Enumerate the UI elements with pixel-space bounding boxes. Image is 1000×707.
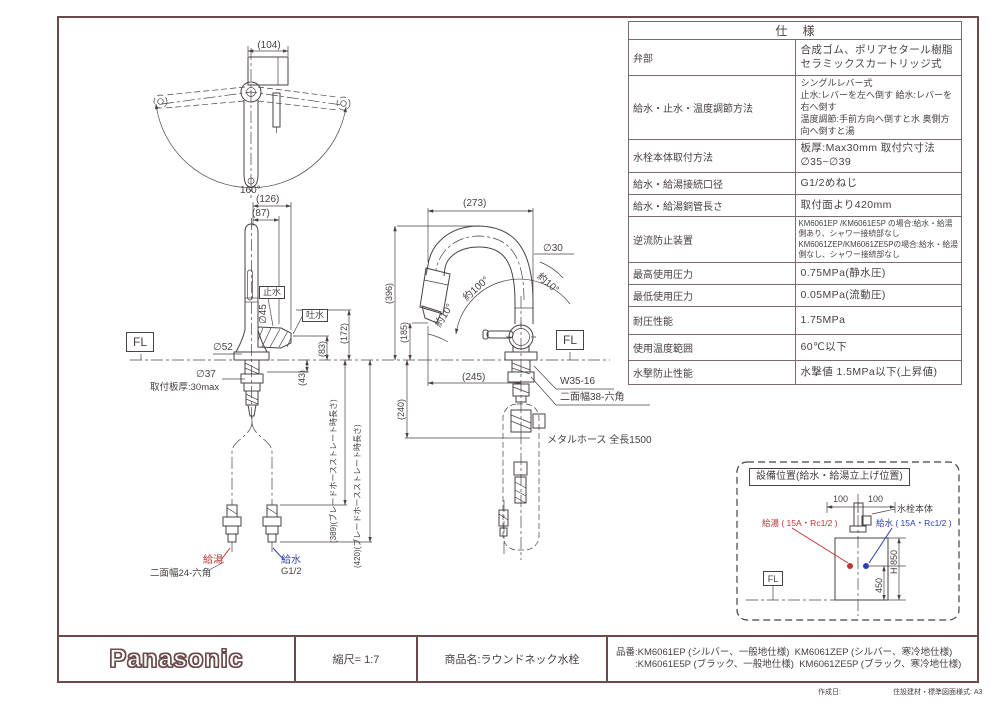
part-number-line1: 品番:KM6061EP (シルバー、一般地仕様) KM6061ZEP (シルバー… [616,646,953,658]
spec-row-label: 給水・給湯銅管長さ [628,194,796,218]
spec-row-label: 弁部 [628,39,796,76]
spec-row-label: 逆流防止装置 [628,216,796,264]
hose-length-dim-389: (389)(ブレードホースストレート時長さ) [329,399,338,543]
product-cell: 商品名:ラウンドネック水栓 [416,637,606,681]
front-dim-126: (126) [256,194,280,205]
hot-supply-label: 給湯 ( 15A・Rc1/2 ) [762,518,838,528]
plan-width-dim: (104) [257,40,281,51]
spec-table-body: 弁部合成ゴム、ポリアセタール樹脂 セラミックスカートリッジ式給水・止水・温度調節… [628,39,962,386]
thread-g12-note: G1/2 [281,566,302,577]
fl-box-install: FL [763,571,783,586]
front-dim-172: (172) [339,322,349,344]
drawing-format-label: 住設建材・標準図面様式: A3 [893,689,983,696]
panasonic-logo: Panasonic [109,644,244,673]
spec-row-value: 取付面より420mm [794,194,962,218]
front-dim-83: (83) [317,340,327,357]
hose-length-dim-420: (420)(ブレードホースストレート時長さ) [353,424,362,568]
front-view-drawing [130,202,420,571]
fl-box-side: FL [556,330,584,350]
install-dim-100-right: 100 [868,494,884,504]
hot-water-label: 給湯 [203,555,223,566]
faucet-body-label: 水栓本体 [897,504,934,514]
fl-label-front: FL [132,335,147,349]
install-diagram-drawing [736,461,960,621]
spec-row-label: 最低使用圧力 [628,284,796,308]
scale-label: 縮尺= 1:7 [332,654,380,666]
spec-row-label: 最高使用圧力 [628,262,796,286]
part-number-cell: 品番:KM6061EP (シルバー、一般地仕様) KM6061ZEP (シルバー… [606,637,977,681]
side-view-drawing [393,208,650,560]
spec-row-value: シングルレバー式 止水:レバーを左へ倒す 給水:レバーを右へ倒す 温度調節:手前… [794,74,962,141]
scale-cell: 縮尺= 1:7 [294,637,416,681]
spec-table-title: 仕 様 [628,21,962,40]
spout-water-label: 吐水 [302,309,329,322]
spec-row-label: 水撃防止性能 [628,360,796,386]
plate-thickness-note: 取付板厚:30max [150,382,220,393]
hex24-note: 二面幅24-六角 [150,568,212,579]
spec-row-label: 水栓本体取付方法 [628,139,796,174]
created-date-label: 作成日: [818,689,841,696]
drawing-frame: Panasonic 縮尺= 1:7 商品名:ラウンドネック水栓 品番:KM606… [57,16,979,683]
fl-box-front: FL [126,332,154,352]
spec-row-value: 0.05MPa(流動圧) [794,284,962,308]
cold-water-label: 給水 [281,555,301,566]
side-dim-240: (240) [396,398,406,420]
front-dim-87: (87) [252,208,270,219]
spec-row-value: 合成ゴム、ポリアセタール樹脂 セラミックスカートリッジ式 [794,39,962,76]
hex38-note: 二面幅38-六角 [560,392,625,403]
side-dim-396: (396) [384,282,394,304]
fl-label-install: FL [767,573,779,584]
spec-row-value: 0.75MPa(静水圧) [794,262,962,286]
spec-row-value: 水撃値 1.5MPa以下(上昇値) [794,360,962,386]
side-dim-273: (273) [463,198,487,209]
product-name: 商品名:ラウンドネック水栓 [444,654,580,666]
spec-row-value: 板厚:Max30mm 取付穴寸法 ∅35~∅39 [794,139,962,174]
part-number-line2: :KM6061E5P (ブラック、一般地仕様) KM6061ZE5P (ブラック… [635,659,962,670]
stop-water-label: 止水 [259,286,286,299]
spec-row-label: 給水・止水・温度調節方法 [628,74,796,141]
cold-supply-label: 給水 ( 15A・Rc1/2 ) [876,518,952,528]
spec-row-label: 使用温度範囲 [628,334,796,362]
spec-row: 給水・給湯銅管長さ取付面より420mm [628,194,962,218]
spec-row: 水栓本体取付方法板厚:Max30mm 取付穴寸法 ∅35~∅39 [628,139,962,174]
side-dim-185: (185) [399,321,409,343]
spec-row-value: G1/2めねじ [794,172,962,196]
spec-table: 仕 様 弁部合成ゴム、ポリアセタール樹脂 セラミックスカートリッジ式給水・止水・… [628,21,962,386]
spec-row-value: KM6061EP /KM6061E5P の場合:給水・給湯側あり、シャワー接続部… [794,216,962,264]
title-block: Panasonic 縮尺= 1:7 商品名:ラウンドネック水栓 品番:KM606… [59,635,977,681]
swing-angle-dim: 160° [240,185,261,196]
spec-row-value: 1.75MPa [794,306,962,336]
front-dim-43: (43) [297,369,307,386]
install-diagram-title: 設備位置(給水・給湯立上げ位置) [749,468,910,486]
spec-row: 給水・止水・温度調節方法シングルレバー式 止水:レバーを左へ倒す 給水:レバーを… [628,74,962,141]
side-dim-245: (245) [462,372,486,383]
logo-cell: Panasonic [59,637,294,681]
install-dim-100-left: 100 [833,494,849,504]
body-diameter-dim: ∅45 [258,304,269,324]
spec-row-value: 60℃以下 [794,334,962,362]
spec-row-label: 給水・給湯接続口径 [628,172,796,196]
thread-w35-note: W35-16 [560,376,596,387]
spec-row: 水撃防止性能水撃値 1.5MPa以下(上昇値) [628,360,962,386]
base-diameter-dim: ∅52 [213,342,233,353]
install-dim-h850: H 850 [889,549,899,574]
install-dim-450: 450 [874,577,884,593]
metal-hose-note: メタルホース 全長1500 [547,435,652,446]
fl-label-side: FL [562,333,577,347]
spout-diameter-dim: ∅30 [543,243,563,254]
hole-diameter-dim: ∅37 [196,369,216,380]
plan-view-drawing [153,46,351,198]
spec-row: 弁部合成ゴム、ポリアセタール樹脂 セラミックスカートリッジ式 [628,39,962,76]
spec-row-label: 耐圧性能 [628,306,796,336]
